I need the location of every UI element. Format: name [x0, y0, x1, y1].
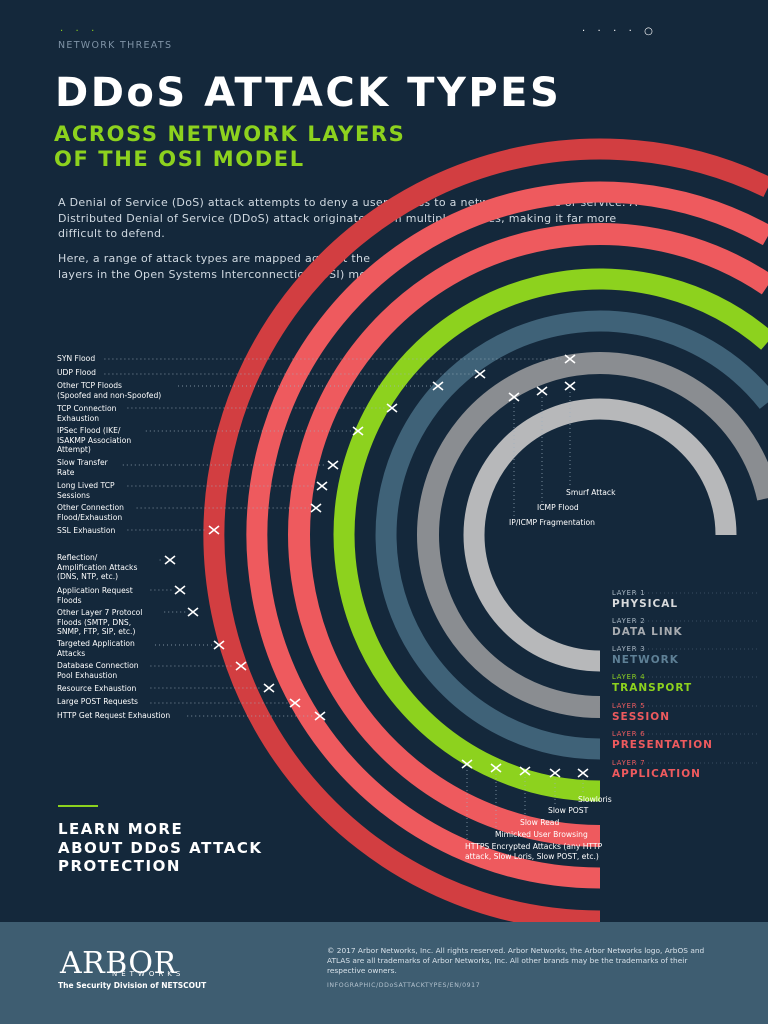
subtitle-line-2: OF THE OSI MODEL [54, 147, 305, 171]
cta-accent-line [58, 805, 98, 807]
left-attack-label-2: UDP Flood [57, 368, 96, 377]
attack-marker-4 [386, 403, 398, 413]
cta-line-1: LEARN MORE [58, 820, 184, 838]
layer-tag-3: LAYER 3 [612, 645, 646, 653]
layer-tag-6: LAYER 6 [612, 730, 646, 738]
layer-tag-4: LAYER 4 [612, 673, 646, 681]
attack-marker-17 [314, 711, 326, 721]
left-attack-label-15: Resource Exhaustion [57, 684, 137, 693]
left-attack-label-9: SSL Exhaustion [57, 526, 116, 535]
learn-more-link[interactable]: LEARN MORE ABOUT DDoS ATTACK PROTECTION [58, 820, 263, 876]
company-tagline: The Security Division of NETSCOUT [58, 981, 207, 990]
arbor-logo[interactable]: ARBOR [60, 946, 177, 981]
decor-dots-left: · · · [60, 26, 97, 37]
cta-line-2: ABOUT DDoS ATTACK [58, 838, 263, 857]
layer-tag-2: LAYER 2 [612, 617, 646, 625]
layer-tag-5: LAYER 5 [612, 702, 646, 710]
application-attack-label-2: Slow POST [548, 806, 589, 815]
layer-name-2: DATA LINK [612, 626, 683, 638]
attack-marker-3 [432, 381, 444, 391]
attack-marker-16 [289, 698, 301, 708]
layer-name-1: PHYSICAL [612, 598, 679, 610]
document-code: INFOGRAPHIC/DDoSATTACKTYPES/EN/0917 [327, 982, 481, 989]
network-attack-label-3: IP/ICMP Fragmentation [509, 518, 595, 527]
layer-tag-7: LAYER 7 [612, 759, 646, 767]
layer-tag-1: LAYER 1 [612, 589, 646, 597]
page-title: DDoS ATTACK TYPES [55, 70, 562, 116]
application-marker-3 [519, 766, 531, 776]
attack-marker-12 [187, 607, 199, 617]
attack-marker-1 [564, 354, 576, 364]
left-attack-label-3: Other TCP Floods(Spoofed and non-Spoofed… [57, 381, 162, 400]
cta-line-3: PROTECTION [58, 857, 181, 875]
left-attack-label-16: Large POST Requests [57, 697, 139, 706]
attack-marker-7 [316, 481, 328, 491]
left-attack-label-10: Reflection/Amplification Attacks(DNS, NT… [57, 553, 138, 581]
application-marker-4 [490, 763, 502, 773]
application-marker-1 [577, 768, 589, 778]
copyright-text: © 2017 Arbor Networks, Inc. All rights r… [327, 946, 705, 975]
layer-name-4: TRANSPORT [612, 682, 693, 694]
ring-layer-5 [288, 223, 768, 847]
application-attack-label-4: Mimicked User Browsing [495, 830, 588, 839]
attack-marker-9 [208, 525, 220, 535]
subtitle-line-1: ACROSS NETWORK LAYERS [54, 122, 406, 146]
attack-marker-11 [174, 585, 186, 595]
eyebrow-label: NETWORK THREATS [58, 40, 173, 51]
footer [0, 922, 768, 1024]
network-attack-label-2: ICMP Flood [537, 503, 579, 512]
ring-layer-1 [463, 398, 737, 672]
attack-marker-15 [263, 683, 275, 693]
attack-marker-10 [164, 555, 176, 565]
attack-marker-2 [474, 369, 486, 379]
ring-layer-6 [246, 181, 768, 889]
application-marker-2 [549, 768, 561, 778]
network-attack-label-1: Smurf Attack [566, 488, 616, 497]
application-marker-5 [461, 759, 473, 769]
attack-marker-13 [213, 640, 225, 650]
network-marker-3 [508, 392, 520, 402]
decor-dots-right: · · · · ○ [582, 26, 655, 37]
attack-marker-14 [235, 661, 247, 671]
page-subtitle: ACROSS NETWORK LAYERS OF THE OSI MODEL [54, 122, 405, 172]
layer-name-3: NETWORK [612, 654, 679, 666]
arbor-logo-subtext: NETWORKS [112, 970, 185, 978]
attack-marker-8 [310, 503, 322, 513]
application-attack-label-1: Slowloris [578, 795, 612, 804]
left-attack-label-17: HTTP Get Request Exhaustion [57, 711, 171, 720]
network-marker-2 [536, 386, 548, 396]
application-attack-label-3: Slow Read [520, 818, 560, 827]
layer-name-6: PRESENTATION [612, 739, 713, 751]
layer-name-5: SESSION [612, 711, 671, 723]
ring-layer-7 [203, 138, 768, 932]
left-attack-label-1: SYN Flood [57, 354, 96, 363]
ring-layer-3 [375, 310, 768, 760]
ring-layer-4 [333, 268, 768, 802]
layer-name-7: APPLICATION [612, 768, 701, 780]
attack-marker-6 [327, 460, 339, 470]
attack-marker-5 [352, 426, 364, 436]
ring-layer-2 [417, 352, 768, 718]
network-marker-1 [564, 381, 576, 391]
